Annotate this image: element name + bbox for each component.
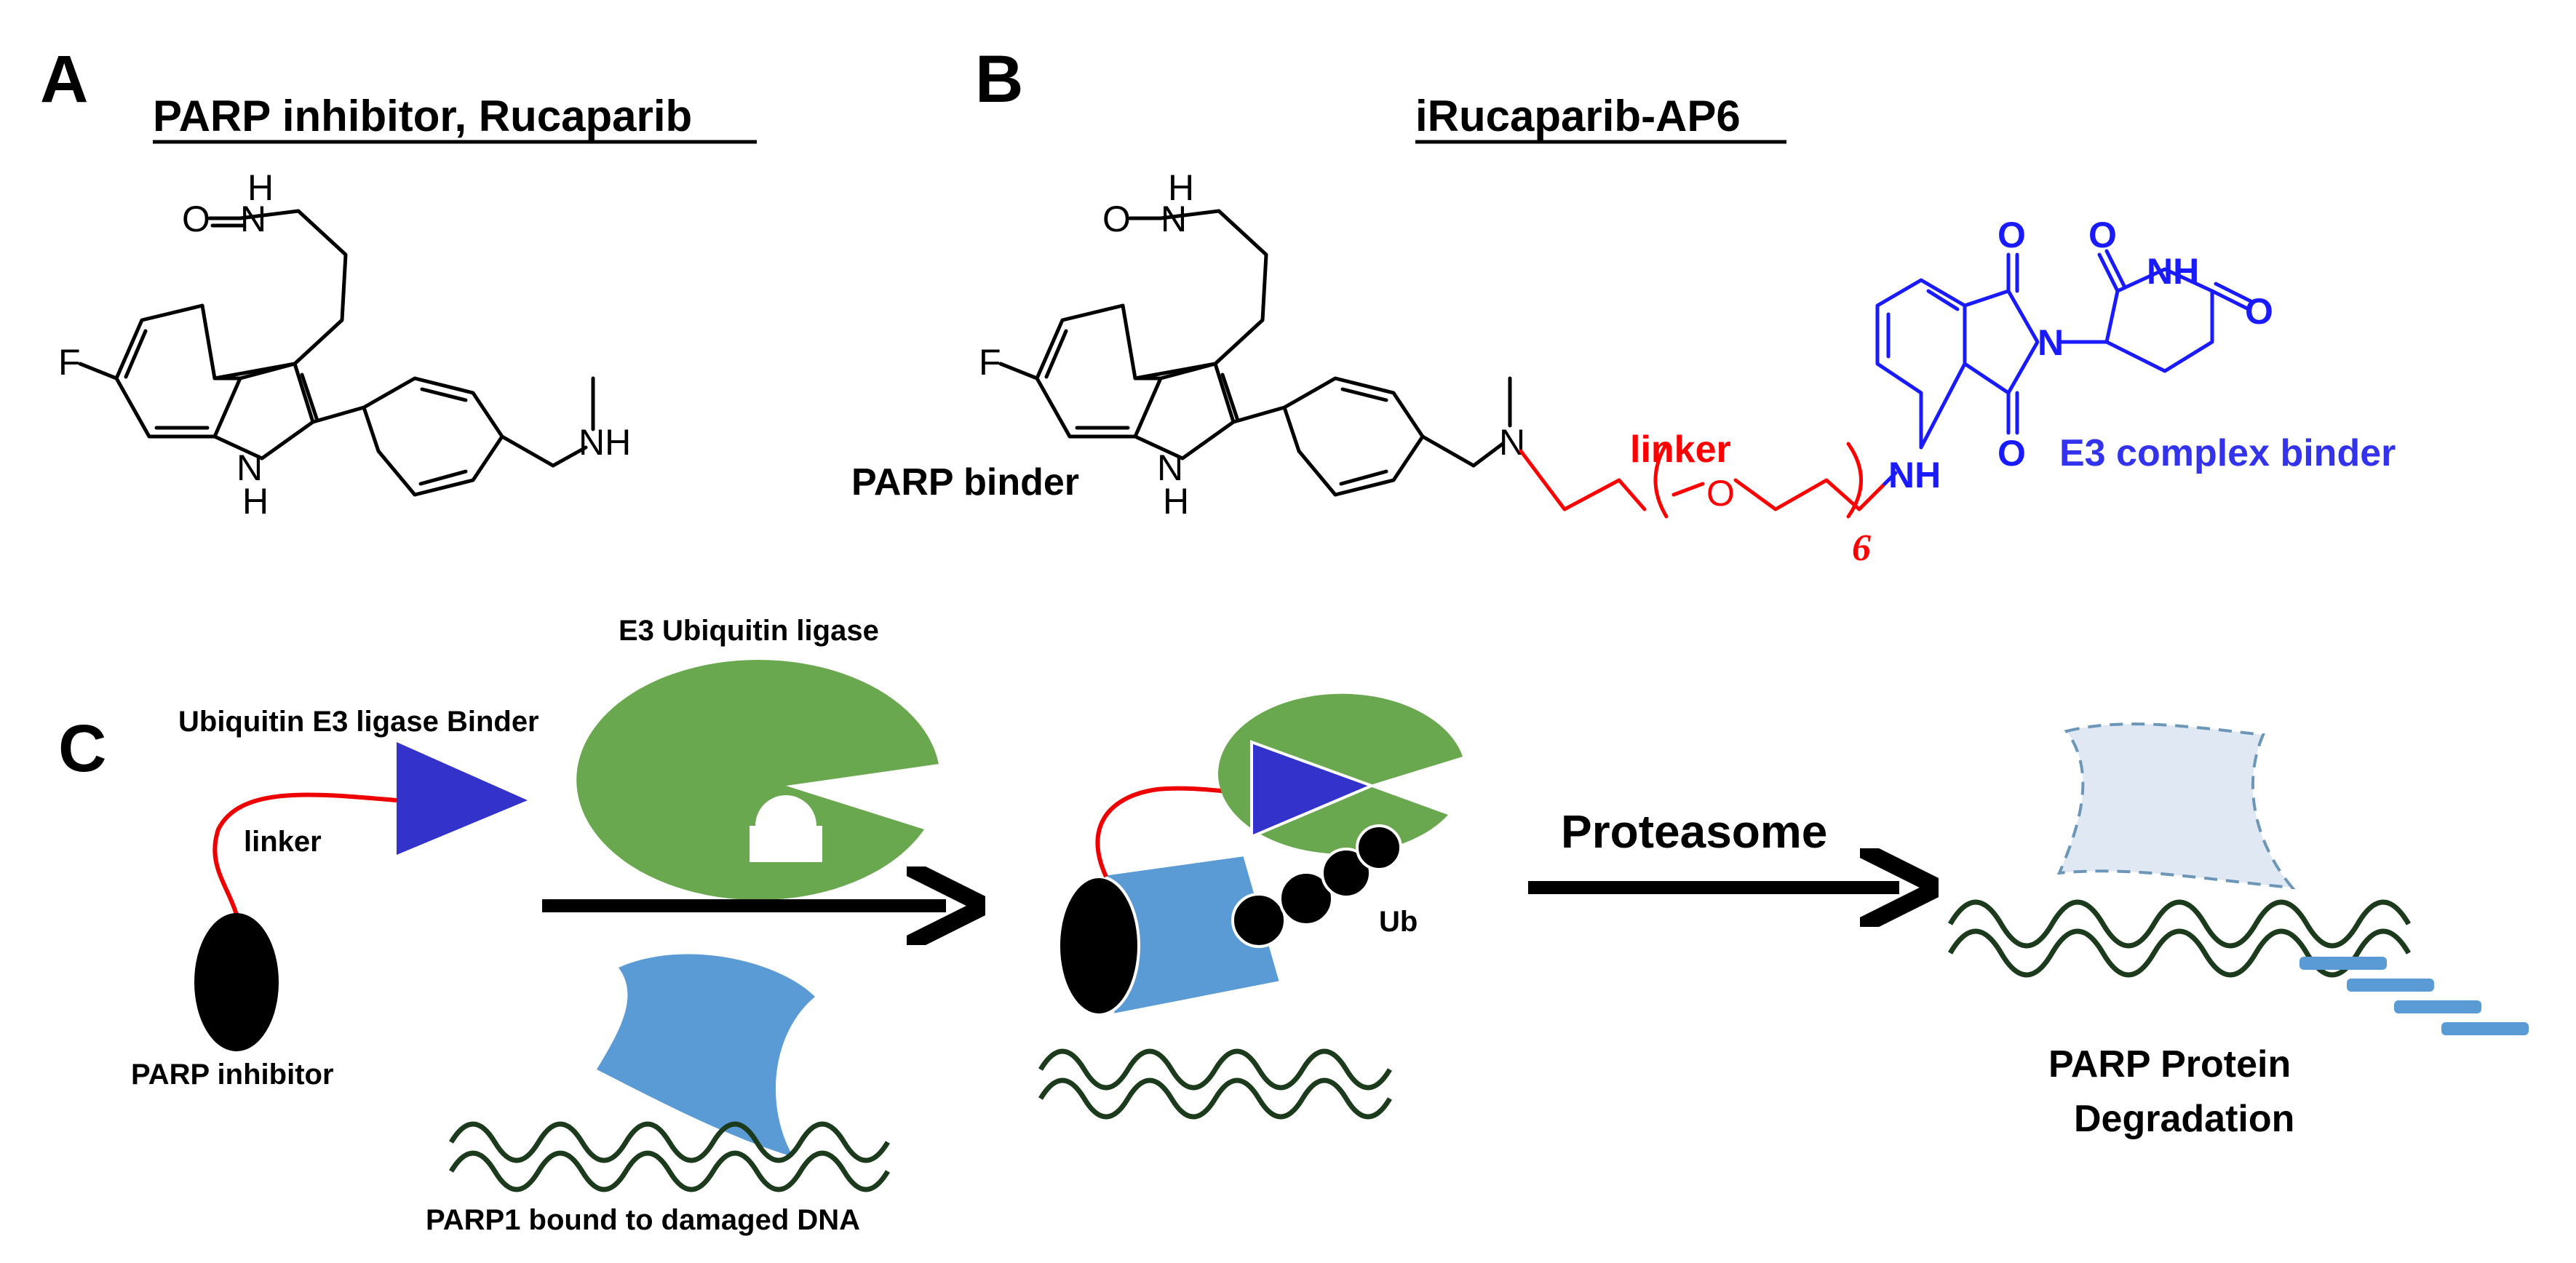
parp1-protein [597, 954, 815, 1157]
rucaparib-h: H [247, 167, 274, 208]
ubiquitin-e3-binder-label: Ubiquitin E3 ligase Binder [178, 706, 539, 738]
protac-linker-curve [212, 792, 397, 939]
panel-b-title: iRucaparib-AP6 [1415, 92, 1741, 140]
pomalidomide-o3: O [2088, 215, 2117, 255]
pomalidomide-nh: NH [2147, 251, 2199, 292]
parp1-bound-label: PARP1 bound to damaged DNA [426, 1204, 860, 1236]
linker-oxygen: O [1706, 473, 1735, 514]
pomalidomide-o2: O [1997, 433, 2026, 474]
e3-ligase-pacman [576, 659, 939, 900]
dna-helix-c3 [1947, 899, 2412, 978]
dna-helix-c2 [1038, 1048, 1393, 1120]
rucaparib-nh: NH [579, 422, 631, 463]
peg-linker [1519, 442, 1887, 519]
degradation-label-line2: Degradation [2074, 1098, 2294, 1140]
irucaparib-structure [998, 209, 1512, 497]
rucaparib-f: F [58, 342, 81, 383]
irucaparib-n: N [1161, 199, 1187, 239]
ubiquitin-2 [1279, 871, 1334, 926]
degraded-parp-outline [2056, 722, 2296, 890]
e3-complex-binder-label: E3 complex binder [2059, 432, 2396, 474]
ubiquitin-1 [1231, 893, 1287, 948]
rucaparib-o: O [182, 199, 210, 239]
panel-a-letter: A [40, 42, 88, 116]
pomalidomide-o1: O [1997, 215, 2026, 255]
e3-binder-triangle [397, 742, 528, 855]
parp-inhibitor-bound [1057, 875, 1140, 1016]
e3-ligase-label: E3 Ubiquitin ligase [619, 615, 879, 647]
panel-b-letter: B [975, 42, 1023, 116]
fragment-1 [2299, 957, 2387, 970]
irucaparib-o: O [1102, 199, 1131, 239]
proteasome-label: Proteasome [1561, 805, 1827, 858]
parp-inhibitor-label: PARP inhibitor [131, 1059, 334, 1091]
peg-repeat-count: 6 [1852, 527, 1871, 569]
panel-c-letter: C [58, 712, 106, 786]
pomalidomide-structure [1875, 249, 2254, 486]
irucaparib-f: F [979, 342, 1001, 383]
linker-label-c: linker [244, 826, 322, 858]
linker-label-b: linker [1630, 429, 1731, 471]
dna-helix-c1 [448, 1121, 891, 1192]
parp-inhibitor-ellipse [194, 913, 279, 1051]
e3-ligase-notch-cut [750, 826, 822, 862]
e3-binder-bound [1250, 740, 1376, 840]
pomalidomide-amine-nh: NH [1888, 455, 1941, 495]
rucaparib-h-ring: H [242, 481, 269, 522]
panel-a-title: PARP inhibitor, Rucaparib [153, 92, 692, 140]
ub-label: Ub [1379, 906, 1418, 938]
irucaparib-h-ring: H [1163, 481, 1189, 522]
fragment-3 [2394, 1000, 2481, 1013]
irucaparib-h: H [1168, 167, 1194, 208]
rucaparib-structure [78, 209, 595, 497]
pomalidomide-o4: O [2245, 291, 2273, 332]
ubiquitin-3 [1321, 848, 1372, 899]
parp-binder-label: PARP binder [851, 461, 1079, 503]
fragment-4 [2441, 1022, 2529, 1035]
irucaparib-amine-n: N [1499, 422, 1525, 463]
fragment-2 [2347, 979, 2434, 992]
rucaparib-n: N [240, 199, 266, 239]
irucaparib-n-ring: N [1157, 447, 1183, 488]
ubiquitin-4 [1356, 824, 1402, 871]
degradation-label-line1: PARP Protein [2048, 1043, 2291, 1085]
pomalidomide-imide-n: N [2038, 322, 2064, 363]
rucaparib-n-ring: N [236, 447, 263, 488]
